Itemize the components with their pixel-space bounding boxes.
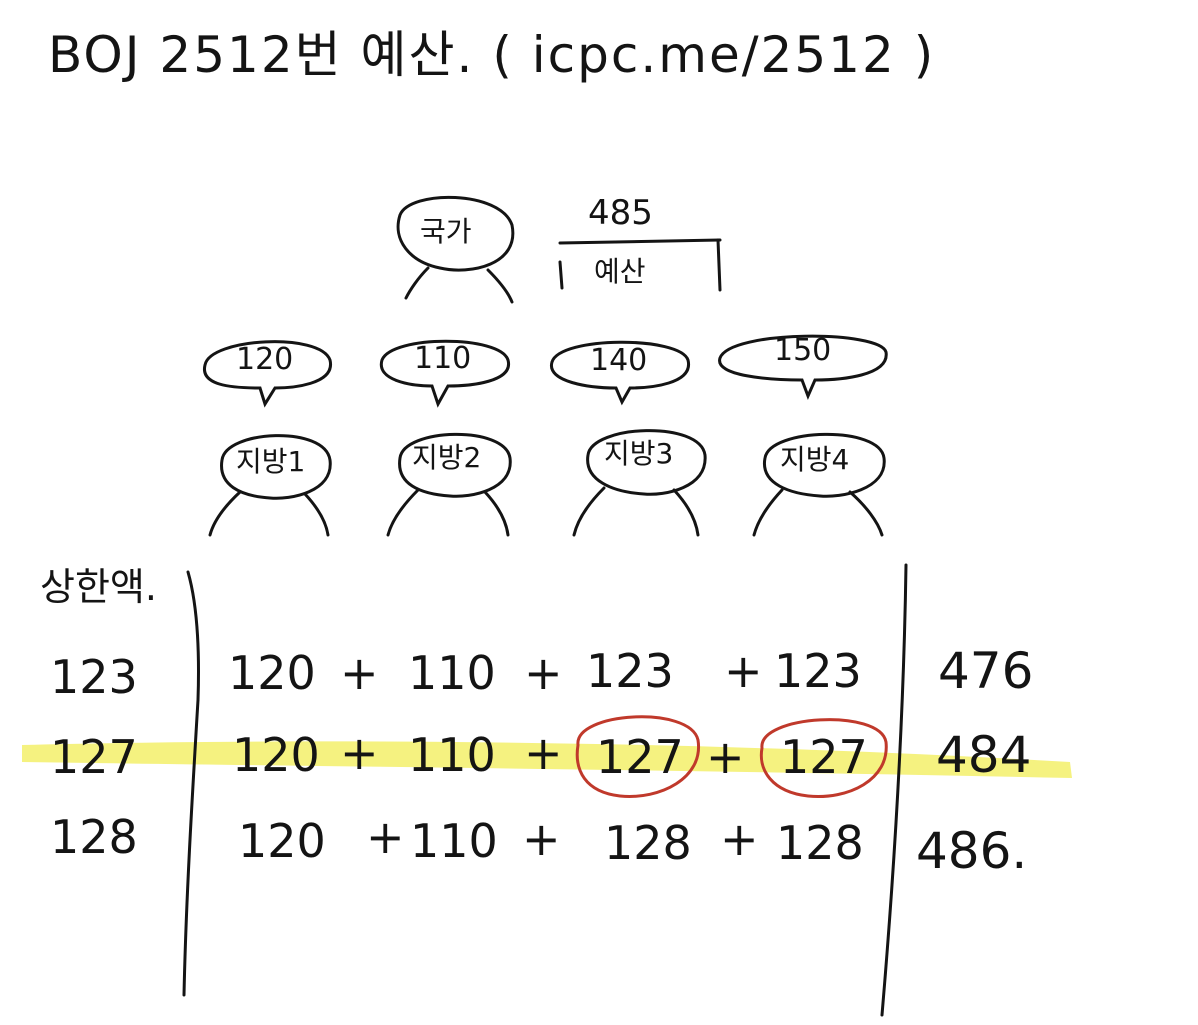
- row-3-term-4: 128: [776, 816, 864, 870]
- row-1-term-2: 110: [408, 646, 496, 700]
- row-1-total: 476: [938, 642, 1034, 700]
- row-1-op-1: +: [340, 646, 379, 700]
- row-1-op-3: +: [724, 644, 763, 698]
- budget-bracket: [558, 238, 722, 292]
- row-3-term-1: 120: [238, 814, 326, 868]
- row-1-cap: 123: [50, 650, 138, 704]
- row-3-term-3: 128: [604, 816, 692, 870]
- row-3-op-3: +: [720, 812, 759, 866]
- region-4-label: 지방4: [780, 443, 850, 476]
- national-head: [396, 195, 515, 304]
- row-3-total: 486.: [916, 822, 1028, 880]
- row-2-term-1: 120: [232, 728, 320, 782]
- red-circles: [575, 715, 888, 799]
- row-3-op-1: +: [366, 810, 405, 864]
- region-2-request: 110: [414, 341, 472, 376]
- region-3-label: 지방3: [604, 437, 674, 470]
- row-1-term-4: 123: [774, 644, 862, 698]
- row-2-term-4: 127: [780, 730, 868, 784]
- row-2-term-2: 110: [408, 728, 496, 782]
- row-2-cap: 127: [50, 730, 138, 784]
- table-lines: [182, 563, 908, 1017]
- row-highlight: [22, 741, 1072, 778]
- row-2-op-2: +: [524, 726, 563, 780]
- page-title: BOJ 2512번 예산. ( icpc.me/2512 ): [48, 26, 936, 84]
- row-2-op-3: +: [706, 730, 745, 784]
- national-budget-value: 485: [588, 193, 653, 233]
- row-3-op-2: +: [522, 812, 561, 866]
- region-heads: [208, 429, 886, 537]
- cap-header: 상한액.: [40, 565, 157, 609]
- row-2-total: 484: [936, 726, 1032, 784]
- row-3-term-2: 110: [410, 814, 498, 868]
- row-1-term-3: 123: [586, 644, 674, 698]
- request-bubbles: [203, 334, 888, 408]
- national-head-label: 국가: [420, 215, 472, 248]
- national-budget-label: 예산: [594, 255, 646, 288]
- region-3-request: 140: [590, 343, 648, 378]
- region-1-label: 지방1: [236, 445, 306, 478]
- region-2-label: 지방2: [412, 441, 482, 474]
- row-2-term-3: 127: [596, 730, 684, 784]
- row-1-term-1: 120: [228, 646, 316, 700]
- row-2-op-1: +: [340, 726, 379, 780]
- row-3-cap: 128: [50, 810, 138, 864]
- row-1-op-2: +: [524, 646, 563, 700]
- region-4-request: 150: [774, 333, 832, 368]
- region-1-request: 120: [236, 342, 294, 377]
